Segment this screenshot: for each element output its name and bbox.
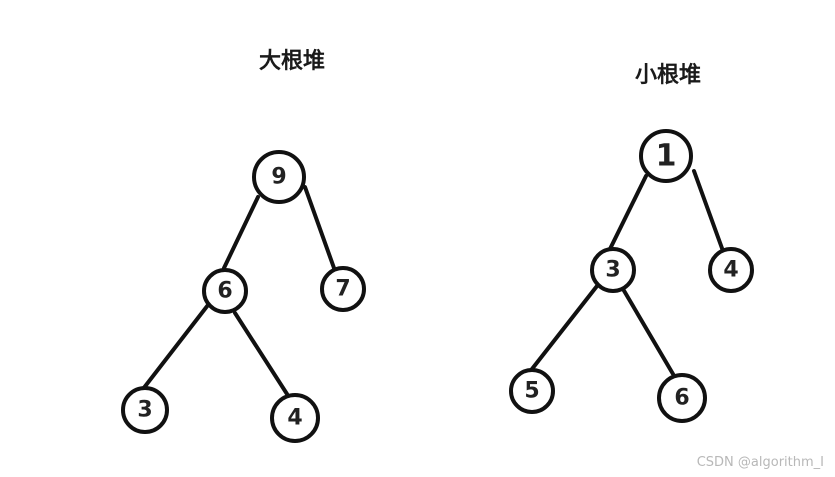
min-heap-title: 小根堆	[635, 63, 701, 88]
edge-6-3	[141, 303, 210, 391]
edge-3-6	[621, 287, 675, 376]
svg-text:3: 3	[137, 398, 152, 423]
svg-text:6: 6	[217, 279, 232, 304]
svg-text:4: 4	[723, 258, 738, 283]
max-heap-node: 6	[202, 268, 248, 314]
svg-text:5: 5	[524, 379, 539, 404]
edge-1-4	[692, 169, 725, 253]
min-heap-node: 1	[639, 129, 693, 183]
edge-9-6	[222, 195, 260, 270]
max-heap-node: 9	[252, 150, 306, 204]
svg-text:9: 9	[271, 165, 286, 190]
min-heap: 小根堆 1 3 4 5 6	[509, 63, 754, 423]
min-heap-node: 4	[708, 247, 754, 293]
watermark: CSDN @algorithm_I	[697, 455, 824, 470]
svg-text:6: 6	[674, 386, 689, 411]
max-heap: 大根堆 9 6 7 3 4	[121, 49, 366, 443]
edge-6-4	[233, 311, 289, 396]
max-heap-node: 4	[270, 393, 320, 443]
edge-3-5	[530, 284, 599, 371]
min-heap-node: 3	[590, 247, 636, 293]
max-heap-node: 7	[320, 266, 366, 312]
max-heap-title: 大根堆	[259, 49, 325, 74]
svg-text:1: 1	[656, 139, 677, 174]
edge-9-7	[303, 185, 336, 270]
min-heap-node: 6	[657, 373, 707, 423]
svg-text:4: 4	[287, 406, 302, 431]
min-heap-node: 5	[509, 368, 555, 414]
edge-1-3	[607, 174, 648, 253]
max-heap-node: 3	[121, 386, 169, 434]
svg-text:3: 3	[605, 258, 620, 283]
svg-text:7: 7	[335, 277, 350, 302]
